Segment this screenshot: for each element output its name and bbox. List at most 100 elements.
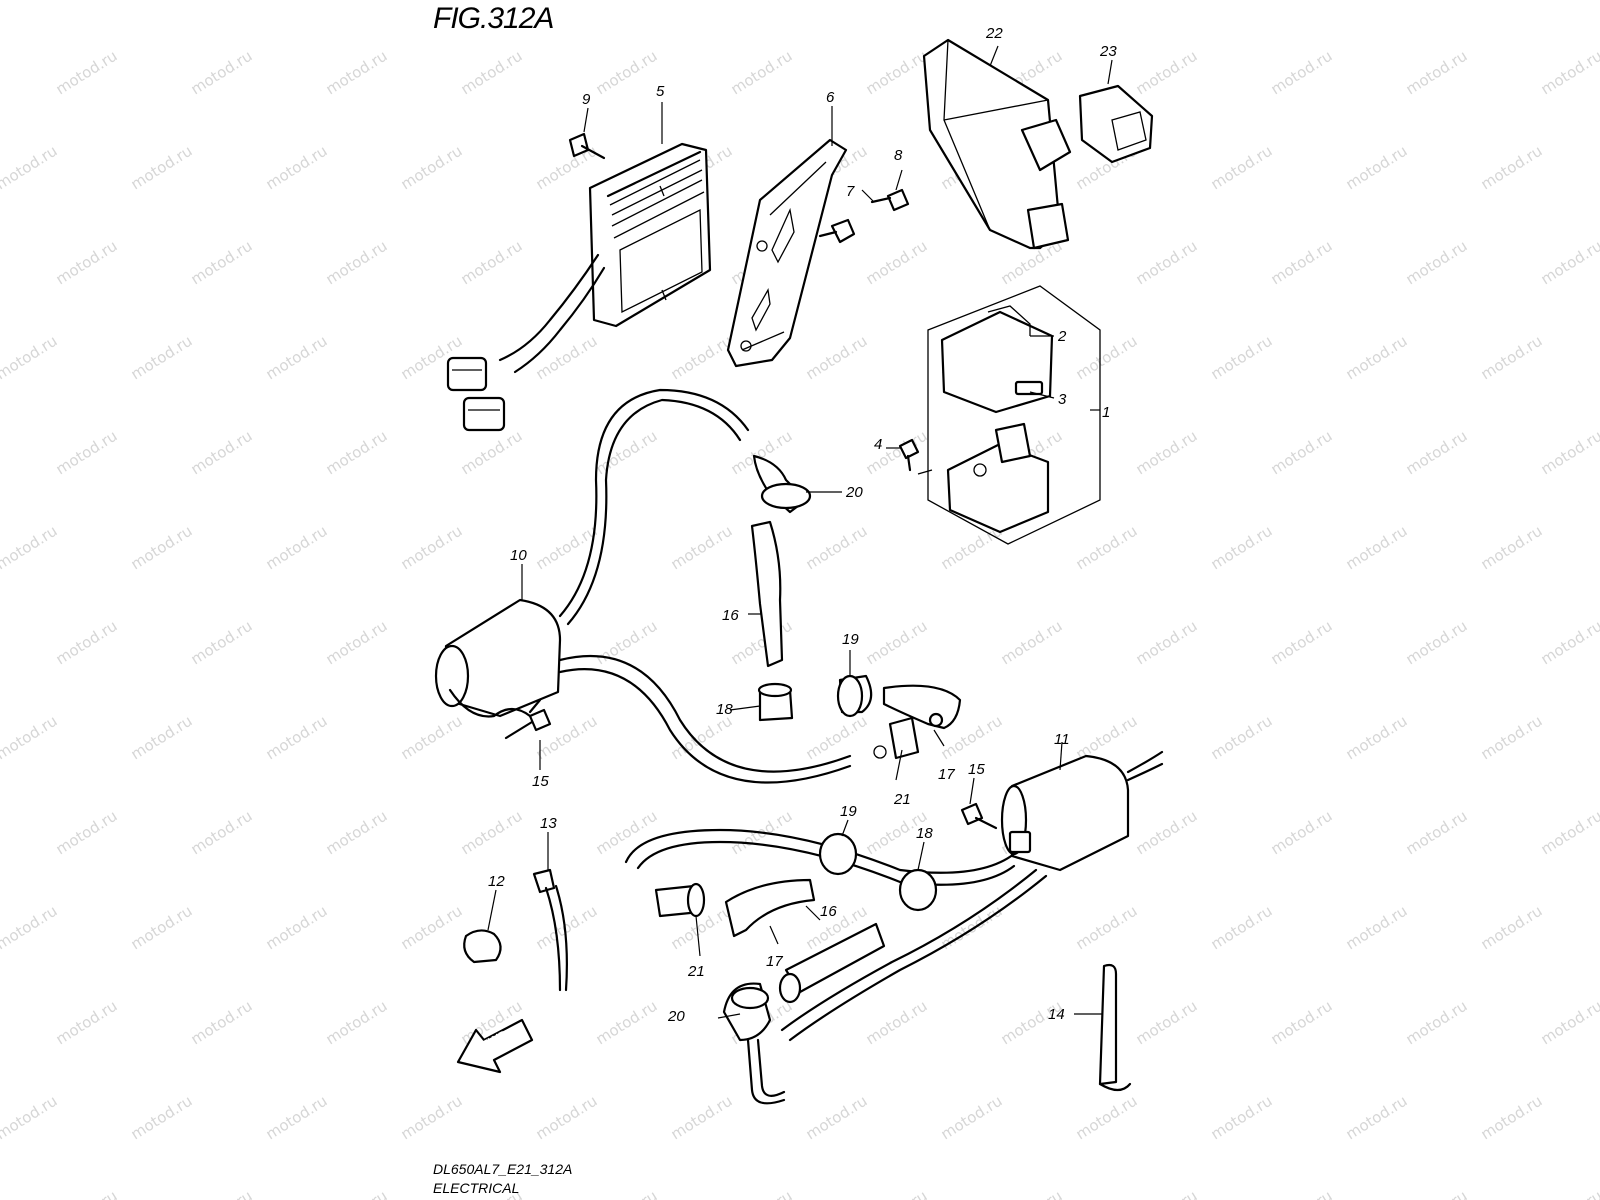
watermark-text: motod.ru — [668, 1092, 736, 1144]
watermark-text: motod.ru — [1073, 902, 1141, 954]
watermark-text: motod.ru — [323, 807, 391, 859]
watermark-text: motod.ru — [53, 1187, 121, 1200]
watermark-text: motod.ru — [1133, 997, 1201, 1049]
callout-11: 11 — [1054, 731, 1070, 748]
watermark-text: motod.ru — [1538, 617, 1600, 669]
watermark-text: motod.ru — [188, 997, 256, 1049]
watermark-text: motod.ru — [1538, 807, 1600, 859]
watermark-text: motod.ru — [1073, 1092, 1141, 1144]
small-parts-drawing — [463, 868, 1132, 1092]
callout-17a: 17 — [938, 766, 955, 783]
watermark-text: motod.ru — [1268, 427, 1336, 479]
watermark-text: motod.ru — [803, 332, 871, 384]
watermark-text: motod.ru — [128, 0, 196, 3]
watermark-text: motod.ru — [1478, 522, 1546, 574]
fwd-arrow-icon: FWD — [456, 1018, 534, 1074]
watermark-text: motod.ru — [1208, 142, 1276, 194]
callout-8: 8 — [894, 147, 903, 164]
callout-7: 7 — [846, 183, 855, 200]
watermark-text: motod.ru — [263, 142, 331, 194]
callout-1: 1 — [1102, 404, 1110, 421]
watermark-text: motod.ru — [1073, 522, 1141, 574]
watermark-text: motod.ru — [1343, 332, 1411, 384]
watermark-text: motod.ru — [938, 902, 1006, 954]
watermark-text: motod.ru — [593, 1187, 661, 1200]
watermark-text: motod.ru — [1403, 427, 1471, 479]
watermark-text: motod.ru — [1208, 332, 1276, 384]
callout-12: 12 — [488, 873, 505, 890]
callout-21b: 21 — [687, 963, 705, 980]
watermark-text: motod.ru — [593, 997, 661, 1049]
watermark-text: motod.ru — [533, 332, 601, 384]
watermark-text: motod.ru — [0, 0, 60, 3]
watermark-text: motod.ru — [1343, 522, 1411, 574]
watermark-text: motod.ru — [593, 807, 661, 859]
watermark-text: motod.ru — [1208, 902, 1276, 954]
watermark-text: motod.ru — [668, 332, 736, 384]
watermark-text: motod.ru — [128, 522, 196, 574]
callout-21a: 21 — [893, 791, 911, 808]
callout-15b: 15 — [968, 761, 985, 778]
callout-18b: 18 — [916, 825, 933, 842]
watermark-text: motod.ru — [188, 617, 256, 669]
watermark-text: motod.ru — [128, 142, 196, 194]
watermark-text: motod.ru — [1208, 522, 1276, 574]
watermark-text: motod.ru — [593, 617, 661, 669]
callout-22: 22 — [985, 25, 1003, 42]
watermark-text: motod.ru — [1403, 1187, 1471, 1200]
lower-plug-cap-parts — [654, 832, 938, 1105]
watermark-text: motod.ru — [1268, 1187, 1336, 1200]
rear-coil-drawing — [624, 750, 1164, 1042]
watermark-text: motod.ru — [0, 902, 60, 954]
leader-lines — [487, 45, 1113, 1019]
callout-16a: 16 — [722, 607, 739, 624]
watermark-text: motod.ru — [53, 997, 121, 1049]
callout-4: 4 — [874, 436, 882, 453]
watermark-text: motod.ru — [0, 142, 60, 194]
watermark-text: motod.ru — [1208, 0, 1276, 3]
callout-10: 10 — [510, 547, 527, 564]
watermark-text: motod.ru — [668, 712, 736, 764]
watermark-text: motod.ru — [1343, 1092, 1411, 1144]
watermark-text: motod.ru — [188, 237, 256, 289]
watermark-text: motod.ru — [263, 902, 331, 954]
watermark-text: motod.ru — [728, 47, 796, 99]
callout-labels: 1 2 3 4 5 6 7 8 9 10 11 12 13 14 15 15 1… — [488, 25, 1117, 1025]
watermark-text: motod.ru — [188, 47, 256, 99]
regulator-rectifier-drawing — [446, 132, 712, 432]
callout-19a: 19 — [842, 631, 859, 648]
watermark-text: motod.ru — [803, 1092, 871, 1144]
watermark-text: motod.ru — [1343, 712, 1411, 764]
watermark-text: motod.ru — [668, 0, 736, 3]
watermark-text: motod.ru — [1538, 1187, 1600, 1200]
watermark-text: motod.ru — [53, 617, 121, 669]
watermark-text: motod.ru — [1538, 47, 1600, 99]
watermark-text: motod.ru — [863, 997, 931, 1049]
watermark-text: motod.ru — [398, 902, 466, 954]
callout-13: 13 — [540, 815, 557, 832]
watermark-text: motod.ru — [323, 997, 391, 1049]
watermark-text: motod.ru — [1538, 427, 1600, 479]
watermark-text: motod.ru — [1073, 712, 1141, 764]
watermark-text: motod.ru — [458, 807, 526, 859]
watermark-text: motod.ru — [998, 617, 1066, 669]
watermark-text: motod.ru — [188, 1187, 256, 1200]
watermark-text: motod.ru — [1343, 142, 1411, 194]
watermark-text: motod.ru — [1133, 1187, 1201, 1200]
watermark-text: motod.ru — [458, 47, 526, 99]
watermark-text: motod.ru — [593, 47, 661, 99]
watermark-text: motod.ru — [938, 1092, 1006, 1144]
watermark-text: motod.ru — [533, 1092, 601, 1144]
watermark-text: motod.ru — [1268, 997, 1336, 1049]
watermark-text: motod.ru — [263, 332, 331, 384]
watermark-text: motod.ru — [1343, 0, 1411, 3]
watermark-text: motod.ru — [0, 522, 60, 574]
watermark-text: motod.ru — [1208, 712, 1276, 764]
figure-title: FIG.312A — [433, 2, 554, 35]
watermark-text: motod.ru — [1403, 47, 1471, 99]
callout-20a: 20 — [845, 484, 863, 501]
front-coil-drawing — [434, 388, 852, 784]
watermark-text: motod.ru — [1268, 237, 1336, 289]
watermark-text: motod.ru — [1478, 712, 1546, 764]
